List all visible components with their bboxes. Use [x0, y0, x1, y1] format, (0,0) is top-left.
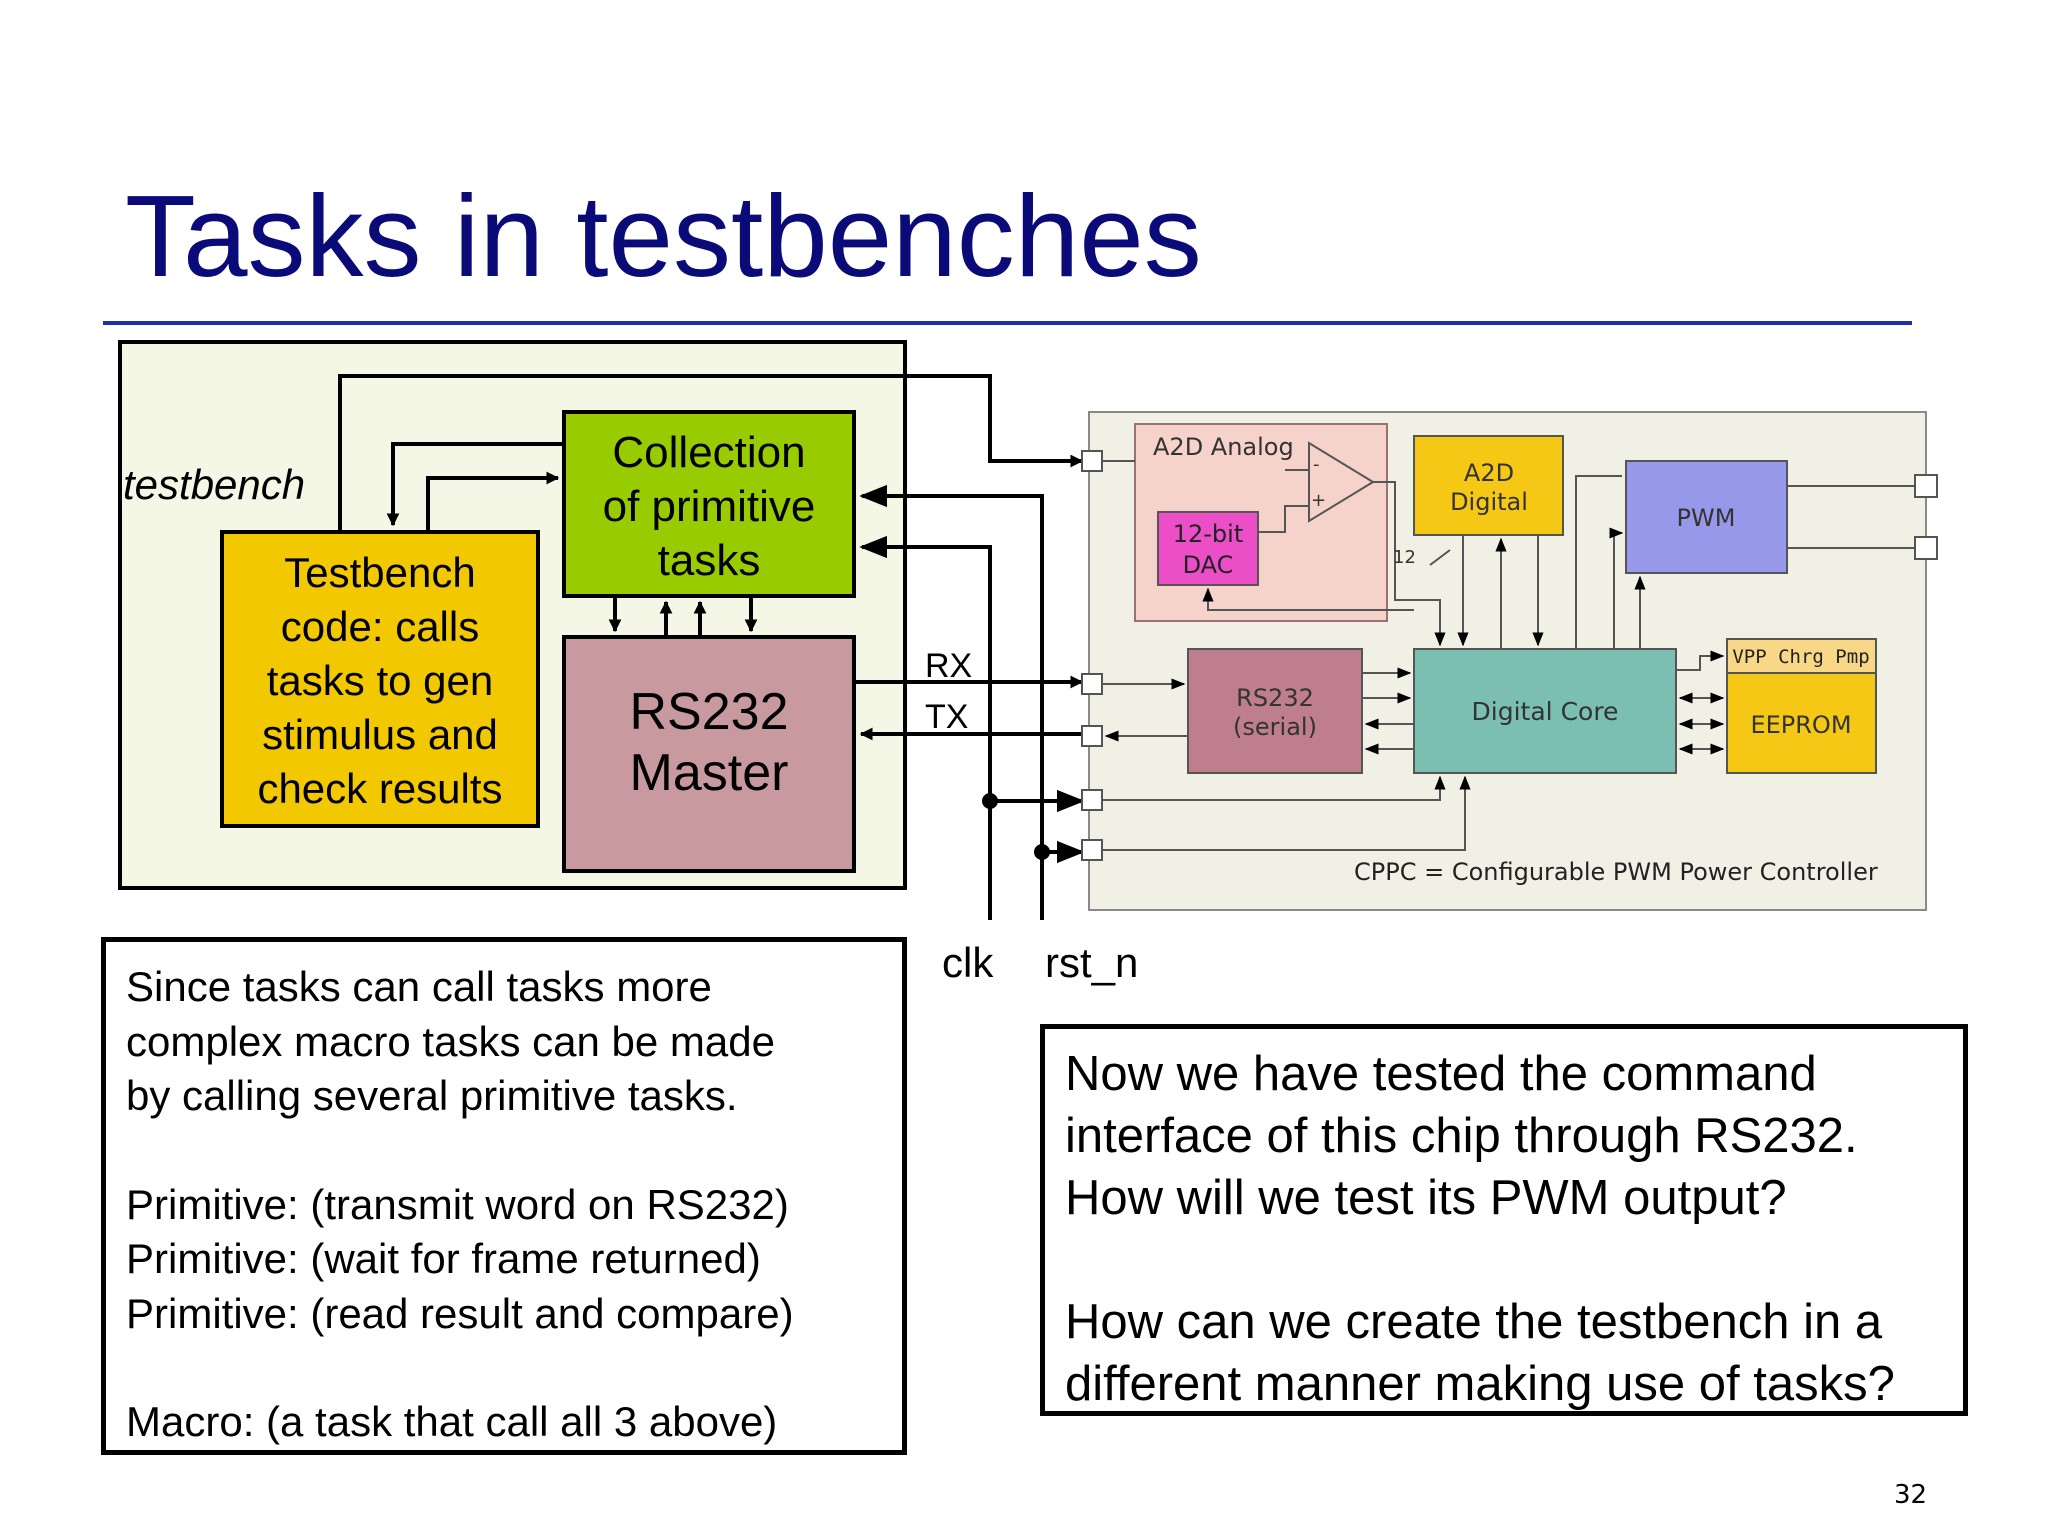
eeprom-block — [1726, 672, 1877, 774]
chip-pin — [1081, 450, 1103, 472]
note-line: Macro: (a task that call all 3 above) — [126, 1398, 778, 1445]
core-to-pwm-wire-2 — [1609, 527, 1624, 649]
a2d-digital-line: A2D — [1464, 459, 1514, 487]
pwm-block — [1625, 460, 1788, 574]
testbench-code-line: check results — [257, 765, 502, 812]
chip-pin — [1081, 673, 1103, 695]
tb-to-chip-top-wire — [338, 374, 1084, 532]
rst-junction-dot — [1034, 844, 1050, 860]
bus-slash — [1429, 549, 1451, 566]
rs232-master-box — [562, 635, 856, 873]
chip-pin — [1081, 789, 1103, 811]
task-explanation-box: Since tasks can call tasks more complex … — [101, 937, 907, 1455]
clk-junction-dot — [982, 793, 998, 809]
note-line: by calling several primitive tasks. — [126, 1072, 738, 1119]
comparator-symbol — [1308, 441, 1375, 523]
testbench-code-line: stimulus and — [262, 711, 498, 758]
vpp-label: VPP Chrg Pmp — [1732, 646, 1869, 668]
testbench-code-line: code: calls — [281, 603, 479, 650]
dac-line: DAC — [1183, 551, 1234, 579]
rst-n-label: rst_n — [1045, 939, 1138, 986]
chip-caption: CPPC = Configurable PWM Power Controller — [1354, 858, 1878, 886]
digital-core-block — [1413, 648, 1677, 774]
code-to-primitive-wire — [426, 471, 560, 532]
a2d-digital-line: Digital — [1450, 488, 1528, 516]
core-to-dac-wire — [1202, 587, 1414, 611]
primitive-tasks-line: Collection — [612, 428, 805, 477]
testbench-label: testbench — [123, 461, 305, 508]
note-line: complex macro tasks can be made — [126, 1017, 775, 1065]
comparator-plus: + — [1311, 490, 1326, 511]
chip-pin — [1081, 839, 1103, 861]
core-to-pwm-wire-1 — [1575, 475, 1622, 649]
tx-label: TX — [925, 698, 968, 736]
question-box: Now we have tested the command interface… — [1040, 1024, 1968, 1416]
question-line: How will we test its PWM output? — [1065, 1171, 1787, 1225]
rs232-serial-block — [1187, 648, 1363, 774]
primitive-tasks-line: tasks — [658, 536, 761, 585]
page-number: 32 — [1894, 1480, 1928, 1510]
primitive-tasks-line: of primitive — [603, 482, 816, 531]
primitive-to-code-wire — [386, 442, 564, 527]
bus-width-label: 12 — [1393, 547, 1416, 568]
dac-block — [1157, 511, 1259, 586]
comparator-out-wire — [1373, 481, 1446, 647]
digital-core-label: Digital Core — [1472, 697, 1619, 726]
testbench-code-line: Testbench — [284, 549, 475, 596]
rx-label: RX — [925, 647, 972, 685]
note-line: Since tasks can call tasks more — [126, 963, 712, 1010]
dac-to-comparator-wire — [1258, 505, 1309, 533]
chip-pin — [1914, 474, 1938, 498]
note-line: Primitive: (transmit word on RS232) — [126, 1180, 789, 1228]
clk-pin-to-core-wire — [1102, 775, 1446, 801]
rst-pin-to-core-wire — [1102, 775, 1471, 851]
chip-pin — [1914, 536, 1938, 560]
title-rule — [103, 321, 1912, 325]
chip-pin — [1081, 725, 1103, 747]
rs232-serial-line: (serial) — [1233, 713, 1317, 741]
a2d-analog-label: A2D Analog — [1153, 433, 1294, 461]
clk-label: clk — [942, 939, 994, 986]
eeprom-label: EEPROM — [1750, 711, 1851, 739]
question-line: different manner making use of tasks? — [1065, 1357, 1895, 1411]
core-to-vpp-wire — [1676, 650, 1725, 671]
note-line: Primitive: (read result and compare) — [126, 1289, 794, 1337]
question-line: Now we have tested the command — [1065, 1047, 1817, 1101]
question-line: interface of this chip through RS232. — [1065, 1109, 1858, 1163]
pwm-label: PWM — [1677, 504, 1736, 532]
rs232-master-line: RS232 — [630, 683, 789, 741]
rs232-serial-line: RS232 — [1236, 684, 1314, 712]
rs232-master-line: Master — [630, 744, 789, 802]
primitive-tasks-box — [562, 410, 856, 598]
dac-line: 12-bit — [1173, 520, 1244, 548]
testbench-code-line: tasks to gen — [267, 657, 493, 704]
rst-to-primitive-wire — [859, 484, 1044, 920]
comparator-minus: - — [1313, 454, 1320, 475]
slide-title: Tasks in testbenches — [125, 171, 1202, 301]
question-line: How can we create the testbench in a — [1065, 1295, 1883, 1349]
testbench-code-box — [220, 530, 540, 828]
note-line: Primitive: (wait for frame returned) — [126, 1235, 761, 1282]
a2d-digital-block — [1413, 435, 1564, 536]
